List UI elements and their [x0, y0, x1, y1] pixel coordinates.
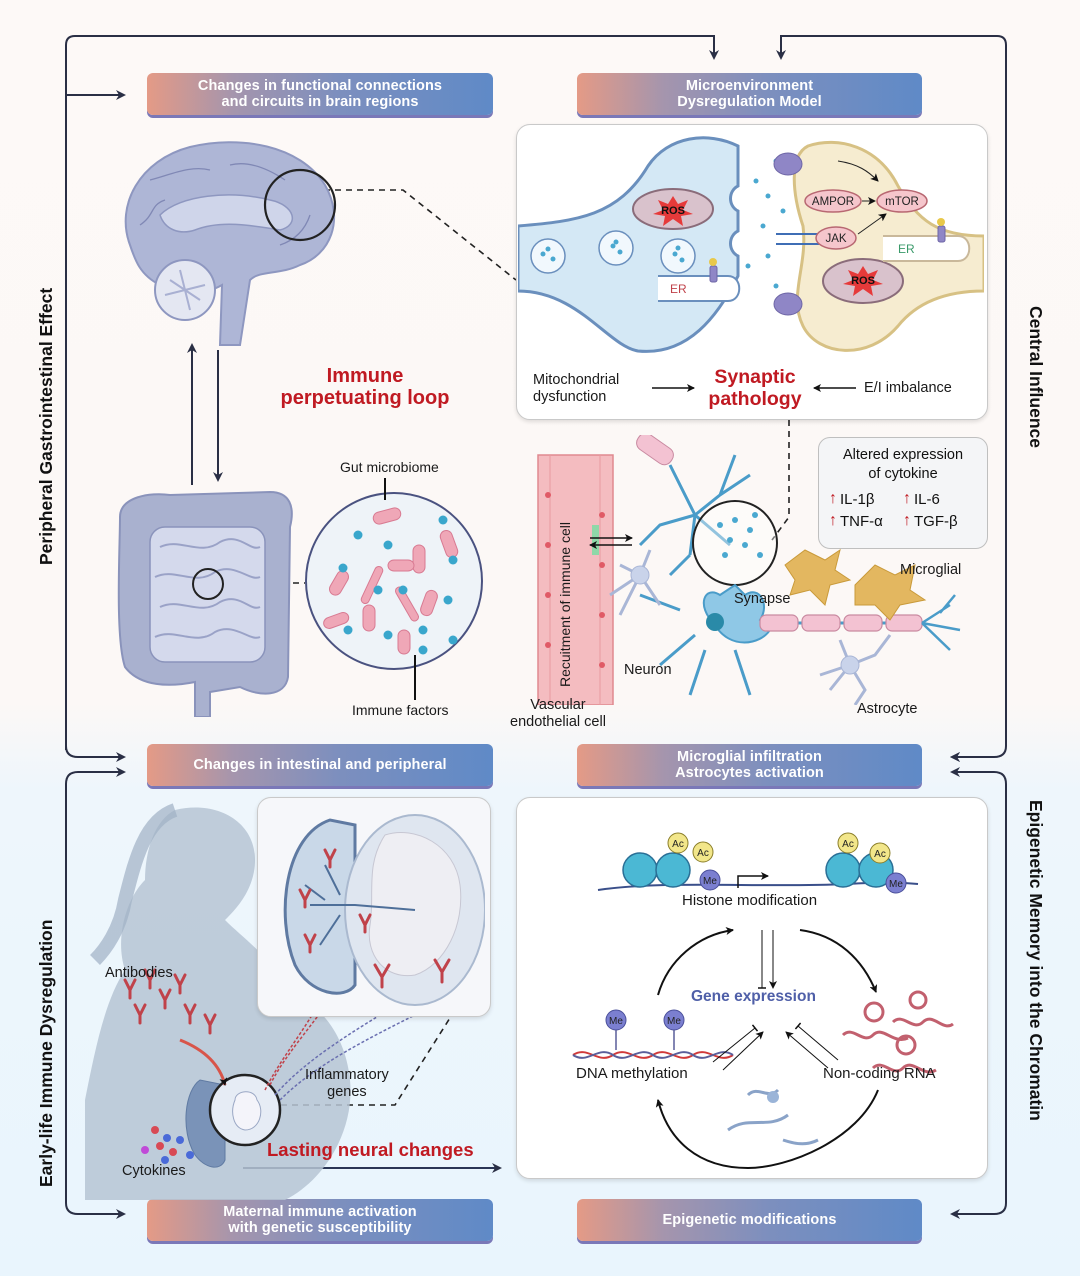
side-label-peripheral-gi: Peripheral Gastrointestinal Effect [36, 287, 56, 565]
neural-cells-illustration [537, 435, 961, 705]
epigenetic-panel [516, 797, 988, 1179]
label-ei-imbalance: E/I imbalance [864, 380, 952, 396]
cytokine-title-2: of cytokine [868, 466, 938, 482]
ros-label-post: ROS [851, 275, 875, 287]
label-immune-factors: Immune factors [352, 702, 449, 718]
label-histone-modification: Histone modification [682, 892, 818, 909]
cytokine-title-1: Altered expression [842, 447, 964, 463]
me-badge: Me [667, 1016, 681, 1027]
label-astrocyte: Astrocyte [857, 701, 918, 717]
label-synapse: Synapse [734, 591, 791, 607]
synapse-illustration: ROS ROS ER ER AMPOR mTOR JAK [518, 136, 984, 353]
mtor-label: mTOR [885, 196, 919, 208]
dashed-brain-to-synapse [324, 189, 517, 281]
box-epigenetic-modifications[interactable]: Epigenetic modifications [577, 1199, 922, 1241]
er-label-pre: ER [670, 282, 687, 296]
ac-badge: Ac [697, 848, 709, 859]
label-gut-microbiome: Gut microbiome [340, 459, 439, 475]
brain-illustration [124, 141, 337, 346]
arrow-ei-to-synaptic [813, 384, 856, 392]
arrow-mito-to-synaptic [652, 384, 695, 392]
cytokine-il6: ↑IL-6 [903, 490, 940, 508]
ampor-label: AMPOR [812, 196, 854, 208]
synapse-zoom-circle [692, 500, 778, 586]
label-non-coding-rna: Non-coding RNA [823, 1065, 936, 1082]
placenta-detail-illustration [283, 814, 485, 1006]
cytokine-box: Altered expression of cytokine ↑IL-1β ↑I… [818, 437, 988, 549]
label-recruitment: Recuitment of immune cell [557, 522, 573, 687]
up-arrow-icon: ↑ [903, 490, 911, 507]
lasting-neural-changes-title: Lasting neural changes [267, 1139, 474, 1160]
up-arrow-icon: ↑ [829, 490, 837, 507]
side-label-central-influence: Central Influence [1026, 306, 1046, 448]
ros-label-pre: ROS [661, 205, 685, 217]
side-label-epigenetic-memory: Epigenetic Memory into the Chromatin [1026, 800, 1046, 1121]
pregnant-woman-illustration [85, 803, 426, 1200]
label-gene-expression: Gene expression [691, 988, 816, 1005]
label-antibodies: Antibodies [105, 965, 173, 981]
microbiome-circle [305, 492, 483, 670]
label-microglial: Microglial [900, 562, 962, 578]
me-badge: Me [609, 1016, 623, 1027]
er-label-post: ER [898, 242, 915, 256]
box-intestinal-peripheral[interactable]: Changes in intestinal and peripheral [147, 744, 493, 786]
ac-badge: Ac [874, 849, 886, 860]
up-arrow-icon: ↑ [829, 512, 837, 529]
up-arrow-icon: ↑ [903, 512, 911, 529]
ac-badge: Ac [672, 839, 684, 850]
cytokine-tnfa: ↑TNF-α [829, 512, 883, 530]
gut-zoom-circle [192, 568, 224, 600]
cytokine-il1b: ↑IL-1β [829, 490, 875, 508]
cytokine-tgfb: ↑TGF-β [903, 512, 958, 530]
arrow-to-intestinal-box [65, 745, 126, 762]
label-neuron: Neuron [624, 662, 672, 678]
microbiome-pointer [384, 478, 386, 500]
brain-zoom-circle [263, 168, 337, 242]
intestine-illustration [117, 490, 293, 717]
ac-badge: Ac [842, 839, 854, 850]
label-dna-methylation: DNA methylation [576, 1065, 688, 1082]
me-badge: Me [889, 879, 903, 890]
label-cytokines: Cytokines [122, 1163, 186, 1179]
jak-label: JAK [825, 233, 846, 245]
arrow-to-microglial-box [950, 745, 1007, 762]
immune-factors-pointer [414, 655, 416, 700]
me-badge: Me [703, 876, 717, 887]
side-label-early-life: Early-life Immune Dysregulation [36, 919, 56, 1187]
